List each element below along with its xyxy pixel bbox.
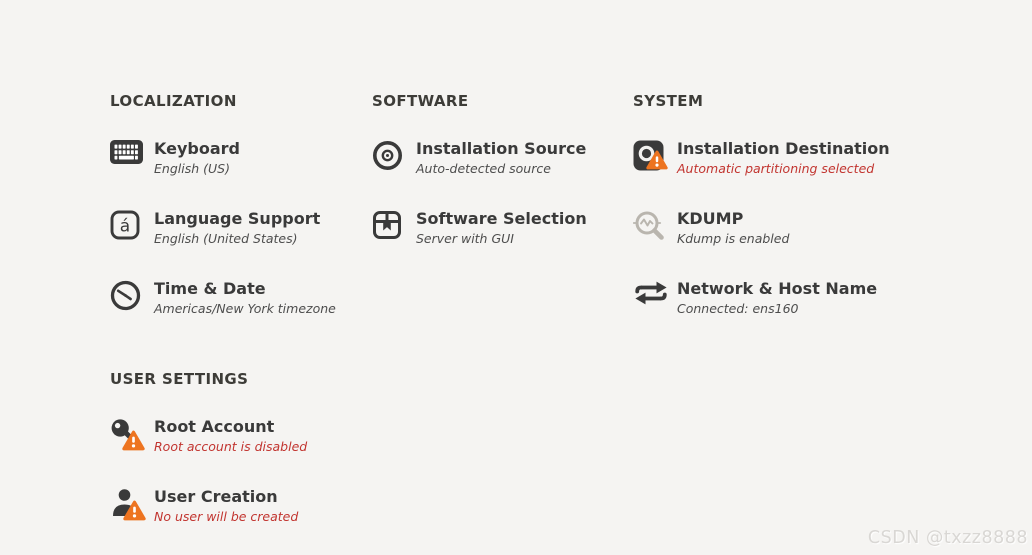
warning-icon	[122, 430, 145, 451]
spoke-installation-source[interactable]: Installation Source Auto-detected source	[372, 137, 632, 207]
section-title-software: SOFTWARE	[372, 92, 469, 110]
hard-drive-icon	[633, 137, 677, 171]
spoke-network-host-name[interactable]: Network & Host Name Connected: ens160	[633, 277, 893, 347]
spoke-title: Language Support	[154, 209, 321, 228]
spoke-subtitle: Server with GUI	[416, 231, 514, 246]
spoke-title: Network & Host Name	[677, 279, 878, 298]
section-software: SOFTWARE Installation Source Auto-detect…	[372, 92, 632, 277]
spoke-title: User Creation	[154, 487, 278, 506]
spoke-time-date[interactable]: Time & Date Americas/New York timezone	[110, 277, 370, 347]
section-title-user-settings: USER SETTINGS	[110, 370, 249, 388]
kdump-magnifier-icon	[633, 207, 677, 247]
warning-icon	[123, 500, 146, 521]
spoke-subtitle: Americas/New York timezone	[154, 301, 336, 316]
csdn-watermark: CSDN @txzz8888	[867, 528, 1028, 548]
spoke-subtitle: Auto-detected source	[416, 161, 551, 176]
spoke-title: Installation Source	[416, 139, 587, 158]
root-key-icon	[110, 415, 154, 451]
spoke-title: Installation Destination	[677, 139, 890, 158]
section-user-settings: USER SETTINGS Root Account Root account …	[110, 370, 370, 555]
user-icon	[110, 485, 154, 521]
optical-disc-icon	[372, 137, 416, 171]
package-icon	[372, 207, 416, 240]
clock-icon	[110, 277, 154, 311]
spoke-title: Time & Date	[154, 279, 266, 298]
svg-text:á: á	[120, 217, 130, 237]
spoke-subtitle: English (US)	[154, 161, 230, 176]
language-icon: á	[110, 207, 154, 240]
spoke-software-selection[interactable]: Software Selection Server with GUI	[372, 207, 632, 277]
spoke-subtitle: No user will be created	[154, 509, 299, 524]
spoke-subtitle: Connected: ens160	[677, 301, 799, 316]
warning-icon	[646, 150, 668, 170]
spoke-title: Root Account	[154, 417, 275, 436]
spoke-language-support[interactable]: á Language Support English (United State…	[110, 207, 370, 277]
spoke-subtitle: Kdump is enabled	[677, 231, 790, 246]
section-system: SYSTEM Installation Destination Automati…	[633, 92, 893, 347]
keyboard-icon	[110, 137, 154, 164]
spoke-subtitle: Automatic partitioning selected	[677, 161, 875, 176]
section-localization: LOCALIZATION Keyboard English (US) á	[110, 92, 370, 347]
section-title-system: SYSTEM	[633, 92, 704, 110]
spoke-title: Software Selection	[416, 209, 587, 228]
section-title-localization: LOCALIZATION	[110, 92, 237, 110]
spoke-title: Keyboard	[154, 139, 240, 158]
network-arrows-icon	[633, 277, 677, 307]
spoke-installation-destination[interactable]: Installation Destination Automatic parti…	[633, 137, 893, 207]
spoke-kdump[interactable]: KDUMP Kdump is enabled	[633, 207, 893, 277]
spoke-root-account[interactable]: Root Account Root account is disabled	[110, 415, 370, 485]
spoke-subtitle: English (United States)	[154, 231, 298, 246]
spoke-user-creation[interactable]: User Creation No user will be created	[110, 485, 370, 555]
spoke-keyboard[interactable]: Keyboard English (US)	[110, 137, 370, 207]
spoke-title: KDUMP	[677, 209, 744, 228]
spoke-subtitle: Root account is disabled	[154, 439, 308, 454]
